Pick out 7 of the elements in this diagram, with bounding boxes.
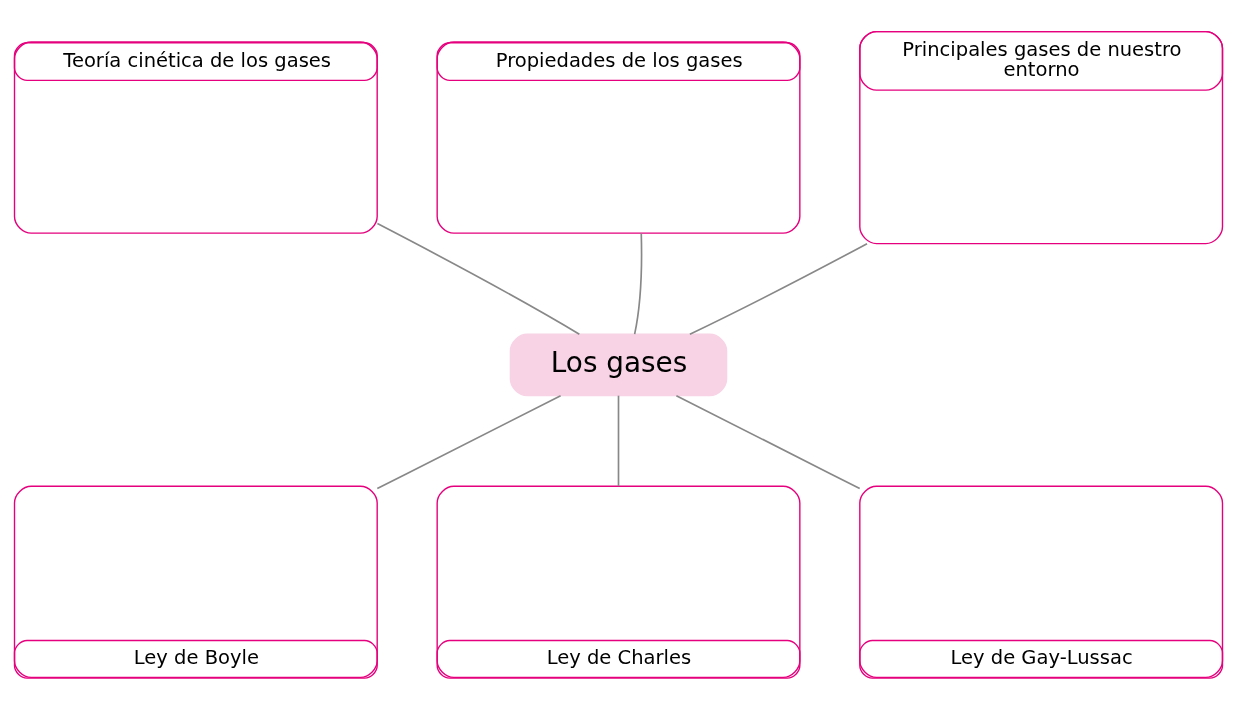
connector	[633, 232, 643, 335]
connector	[689, 242, 868, 336]
connector	[617, 394, 620, 487]
connector	[376, 222, 581, 336]
connector	[675, 394, 861, 490]
connector	[376, 394, 562, 490]
node-box: Los gases	[509, 333, 728, 397]
